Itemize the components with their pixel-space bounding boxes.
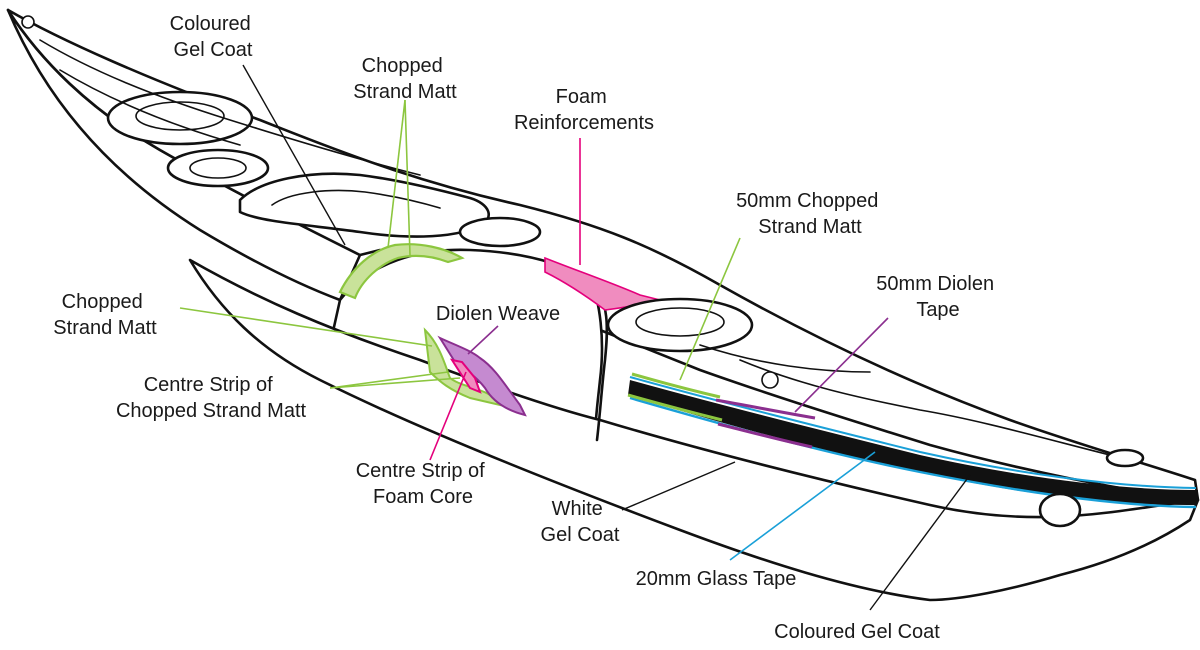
top-section-green	[338, 243, 465, 300]
stern-end-handle	[1105, 448, 1145, 468]
left-section-pink	[449, 358, 482, 394]
leader-white-gel-coat	[621, 461, 736, 511]
deck-line-1	[39, 39, 421, 176]
leader-centre-strip-foam	[429, 371, 467, 461]
label-50mm-diolen-tape: 50mm Diolen Tape	[876, 273, 999, 321]
label-chopped-strand-matt-top: Chopped Strand Matt	[353, 55, 457, 103]
deck-line-3	[699, 344, 871, 373]
glass-tape-line-top	[629, 376, 1197, 489]
label-diolen-weave: Diolen Weave	[436, 303, 560, 325]
label-centre-strip-foam-core: Centre Strip of Foam Core	[356, 460, 491, 508]
label-coloured-gel-coat-bottom: Coloured Gel Coat	[774, 621, 940, 643]
label-50mm-chopped-strand-matt: 50mm Chopped Strand Matt	[736, 190, 884, 238]
deck-line-2	[59, 69, 241, 146]
right-strip-purple	[717, 422, 813, 449]
rear-hatch	[606, 297, 754, 353]
label-20mm-glass-tape: 20mm Glass Tape	[636, 568, 797, 590]
rear-deck-fitting	[761, 371, 779, 389]
front-hatch-inner	[135, 101, 225, 131]
cockpit-rim	[238, 172, 490, 238]
leader-lines	[179, 64, 971, 611]
right-strip-purple-top	[715, 398, 816, 420]
label-foam-reinforcements: Foam Reinforcements	[514, 86, 654, 134]
leader-chopped-top-a	[387, 99, 406, 249]
leader-centre-strip-csm-b	[329, 377, 461, 389]
deck-line-4	[739, 359, 1111, 456]
front-hatch	[106, 90, 254, 146]
seam-black-band	[628, 380, 1198, 506]
leader-chopped-top-b	[404, 99, 411, 256]
kayak-illustration	[6, 8, 1200, 602]
label-coloured-gel-coat-top: Coloured Gel Coat	[170, 13, 257, 61]
label-chopped-strand-matt-left: Chopped Strand Matt	[53, 291, 157, 339]
label-centre-strip-chopped-strand-matt: Centre Strip of Chopped Strand Matt	[116, 374, 307, 422]
leader-coloured-gel-coat-top	[242, 64, 346, 246]
leader-50mm-diolen	[794, 317, 889, 413]
leader-50mm-chopped	[679, 237, 741, 381]
glass-tape-line	[629, 396, 1197, 509]
cockpit-inner	[271, 189, 441, 209]
leader-glass-tape	[729, 451, 876, 561]
labels: Coloured Gel Coat Chopped Strand Matt Fo…	[53, 13, 999, 643]
right-strip-green	[627, 393, 723, 422]
right-strip-green-top	[631, 372, 721, 399]
lower-hull	[188, 258, 1200, 602]
rear-hatch-inner	[635, 307, 725, 337]
stern-toggle	[1038, 492, 1082, 528]
day-hatch-inner	[189, 157, 247, 179]
day-hatch	[166, 148, 270, 188]
label-white-gel-coat: White Gel Coat	[541, 498, 620, 546]
leader-coloured-gel-coat-bottom	[869, 474, 971, 611]
bow-toggle	[21, 15, 35, 29]
leader-diolen-weave	[467, 325, 499, 355]
leader-chopped-left	[179, 307, 433, 347]
rear-small-hatch	[458, 216, 542, 248]
leader-centre-strip-csm-a	[329, 371, 449, 389]
